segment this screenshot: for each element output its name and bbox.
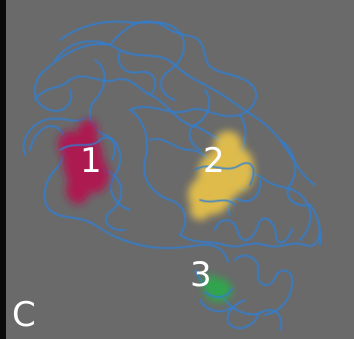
panel-label: C bbox=[12, 298, 36, 332]
site-label-2: 2 bbox=[203, 144, 225, 178]
site-label-1: 1 bbox=[80, 144, 102, 178]
site-label-3: 3 bbox=[190, 258, 212, 292]
